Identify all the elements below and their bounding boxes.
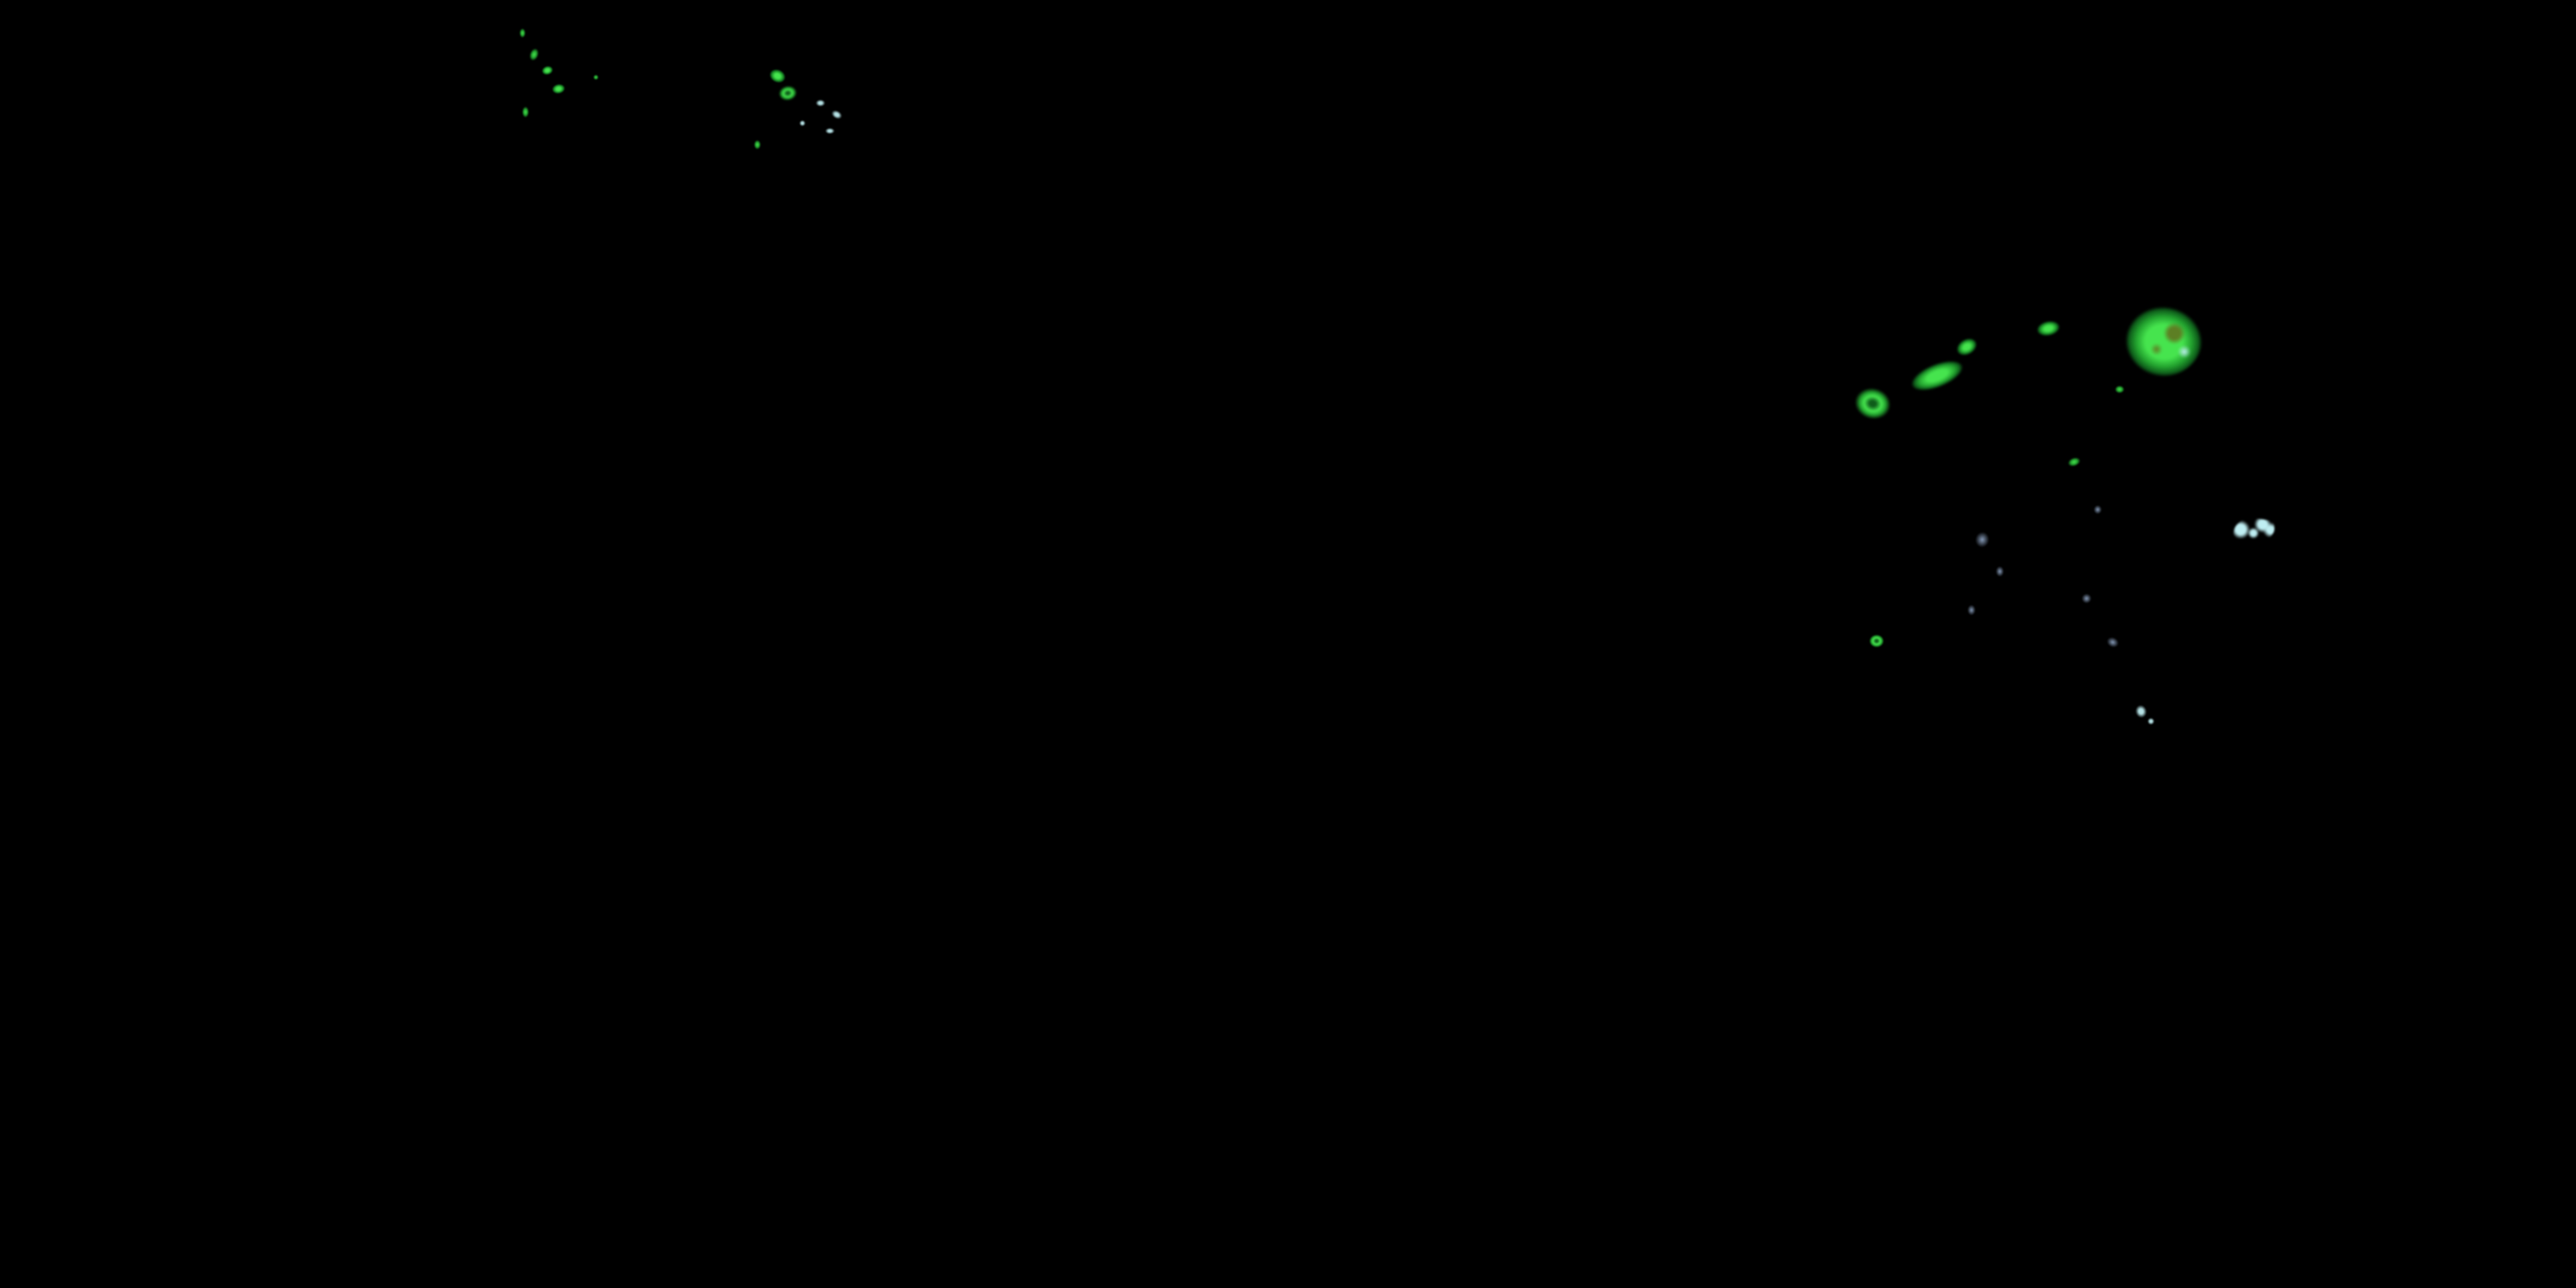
radar-echo xyxy=(2066,455,2081,469)
radar-echo xyxy=(1907,354,1967,397)
radar-echo xyxy=(593,75,598,80)
radar-echo xyxy=(2120,301,2208,382)
radar-echo xyxy=(829,107,843,121)
radar-echo xyxy=(550,82,566,94)
radar-echo xyxy=(777,83,798,102)
radar-echo xyxy=(1996,565,2004,577)
radar-echo xyxy=(1967,604,1976,616)
radar-echo xyxy=(1953,334,1980,360)
radar-echo xyxy=(2133,703,2148,719)
radar-echo xyxy=(824,127,835,134)
radar-echo xyxy=(2232,516,2276,544)
radar-echo xyxy=(540,64,554,76)
radar-echo xyxy=(2114,385,2124,393)
radar-echo xyxy=(815,100,825,106)
radar-echo xyxy=(2093,504,2102,514)
radar-echo xyxy=(2035,318,2061,338)
radar-echo xyxy=(522,106,529,118)
radar-echo xyxy=(767,66,787,85)
radar-echo xyxy=(1868,634,1884,647)
radar-echo xyxy=(1972,530,1991,549)
radar-echo xyxy=(519,27,526,38)
radar-echo xyxy=(527,46,541,62)
radar-echo xyxy=(799,119,805,126)
radar-echo xyxy=(754,139,761,149)
radar-echo xyxy=(1851,384,1894,423)
radar-echo xyxy=(2148,718,2154,725)
radar-echo xyxy=(2104,635,2121,650)
radar-echo xyxy=(2081,593,2092,604)
